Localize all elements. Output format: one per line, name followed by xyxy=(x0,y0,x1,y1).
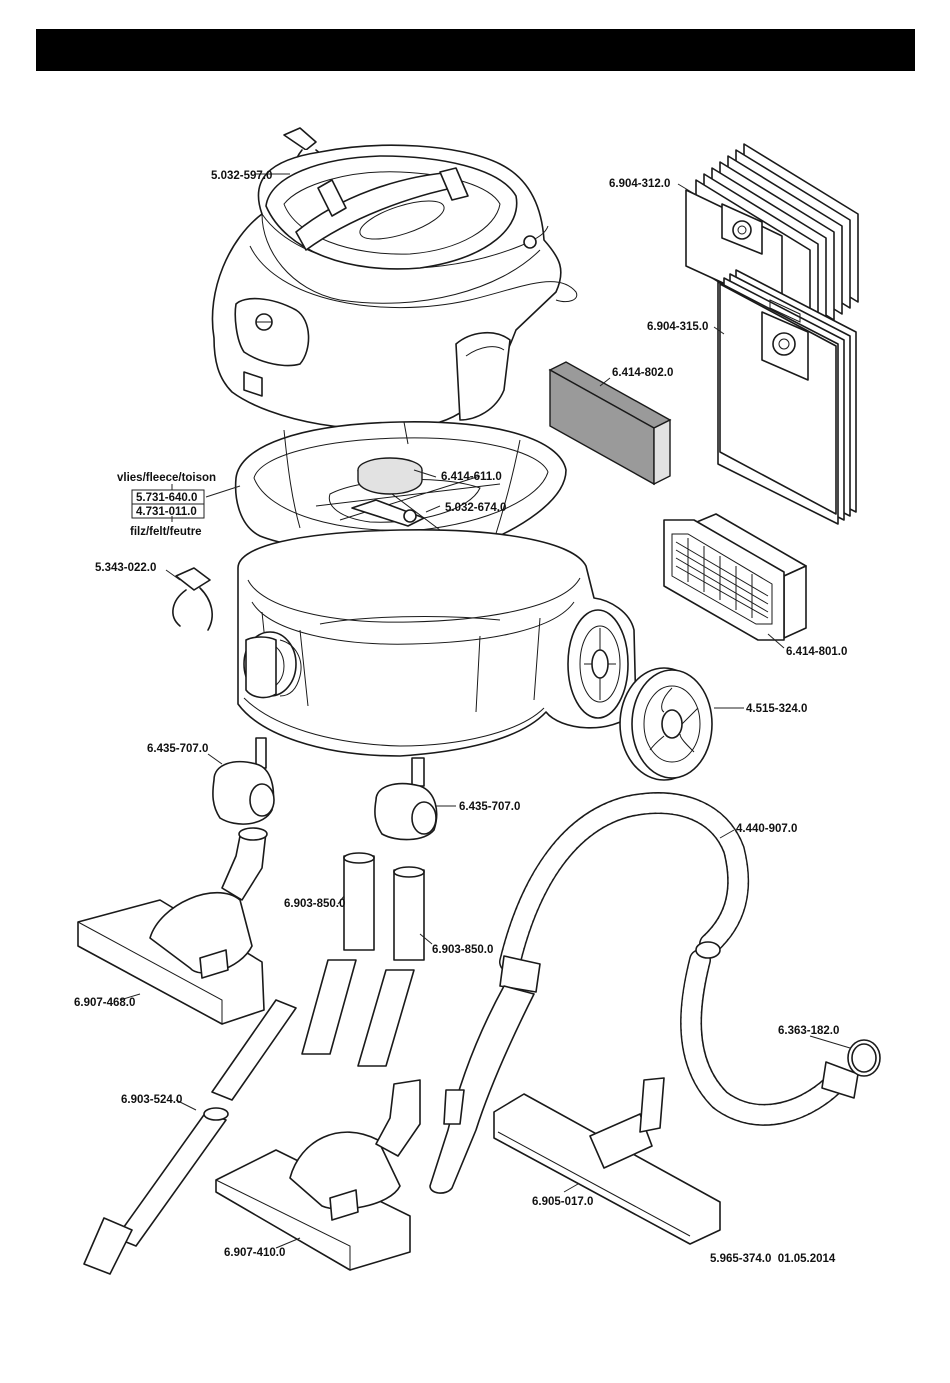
floor-nozzle-top-part xyxy=(77,827,268,1025)
header-bar xyxy=(36,29,915,71)
label-hose-ring: 6.363-182.0 xyxy=(778,1025,839,1037)
castor-right-part xyxy=(374,757,438,841)
hose-part xyxy=(429,792,881,1194)
label-disc-filter: 6.414-611.0 xyxy=(441,471,502,483)
label-paper-bag: 6.904-312.0 xyxy=(609,178,670,190)
label-parquet-nozzle: 6.905-017.0 xyxy=(532,1196,593,1208)
label-document-ref: 5.965-374.0 01.05.2014 xyxy=(710,1253,836,1265)
filter-basket xyxy=(234,421,567,555)
label-castor-left: 6.435-707.0 xyxy=(147,743,208,755)
leader-lines xyxy=(119,173,851,1249)
fleece-bag-stack xyxy=(717,269,857,525)
label-floor-nozzle-top: 6.907-468.0 xyxy=(74,997,135,1009)
label-hose: 4.440-907.0 xyxy=(736,823,797,835)
label-floor-nozzle-bottom: 6.907-410.0 xyxy=(224,1247,285,1259)
label-suction-tube: 6.903-524.0 xyxy=(121,1094,182,1106)
label-filter-material-header: vlies/fleece/toison xyxy=(117,472,216,484)
label-wheel: 4.515-324.0 xyxy=(746,703,807,715)
label-filter-material-footer: filz/felt/feutre xyxy=(130,526,202,538)
side-clip-part xyxy=(172,567,213,631)
label-basket: 5.032-674.0 xyxy=(445,502,506,514)
label-fleece-basket: 5.731-640.0 xyxy=(136,492,197,504)
parquet-nozzle-part xyxy=(493,1077,721,1245)
label-hepa-filter: 6.414-801.0 xyxy=(786,646,847,658)
label-fleece-bag: 6.904-315.0 xyxy=(647,321,708,333)
floor-nozzle-bottom-part xyxy=(215,1079,421,1271)
label-motor-filter: 6.414-802.0 xyxy=(612,367,673,379)
vacuum-head xyxy=(211,144,578,430)
label-side-clip: 5.343-022.0 xyxy=(95,562,156,574)
label-crevice-nozzle-a: 6.903-850.0 xyxy=(284,898,345,910)
label-castor-right: 6.435-707.0 xyxy=(459,801,520,813)
label-lid-clip: 5.032-597.0 xyxy=(211,170,272,182)
motor-filter-part xyxy=(548,361,672,486)
wheel-part xyxy=(619,667,713,781)
hepa-filter-part xyxy=(663,513,807,641)
label-felt-basket: 4.731-011.0 xyxy=(136,506,197,518)
suction-tube-part xyxy=(83,999,297,1275)
label-crevice-nozzle-b: 6.903-850.0 xyxy=(432,944,493,956)
vacuum-body xyxy=(237,529,637,757)
castor-left-part xyxy=(212,737,275,825)
hose-ring-part xyxy=(851,1043,877,1073)
crevice-nozzle-set xyxy=(301,852,425,1067)
